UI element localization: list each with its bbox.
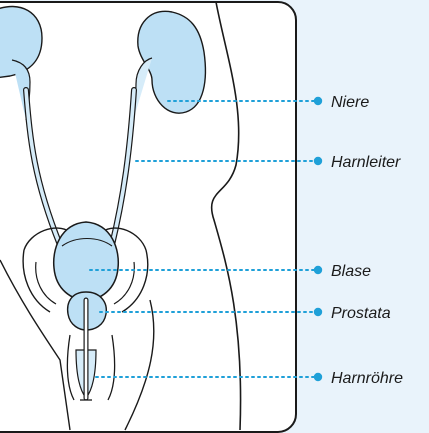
leader-dot bbox=[314, 266, 322, 274]
label-harnleiter: Harnleiter bbox=[331, 155, 400, 171]
label-niere: Niere bbox=[331, 95, 369, 111]
bladder bbox=[54, 222, 119, 300]
leader-dot bbox=[314, 373, 322, 381]
leader-dot bbox=[314, 97, 322, 105]
label-prostata: Prostata bbox=[331, 306, 391, 322]
leader-dot bbox=[314, 157, 322, 165]
leader-dot bbox=[314, 308, 322, 316]
label-harnroehre: Harnröhre bbox=[331, 371, 403, 387]
label-blase: Blase bbox=[331, 264, 371, 280]
